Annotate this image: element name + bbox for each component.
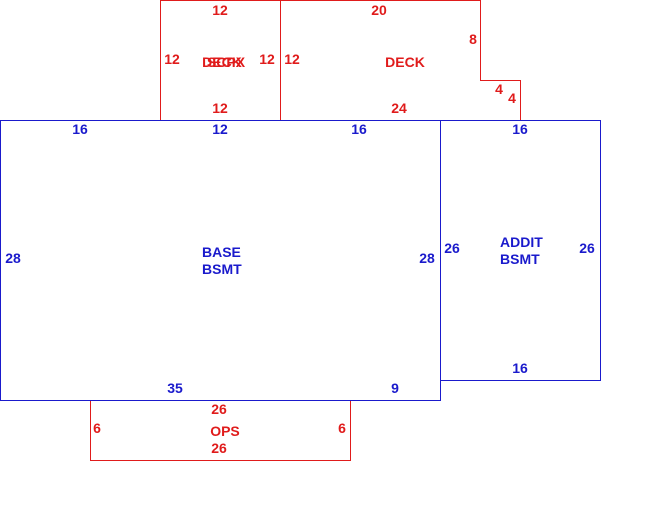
base-dim-right: 28	[419, 250, 435, 266]
addition-dim-right: 26	[579, 240, 595, 256]
base-dim-left: 28	[5, 250, 21, 266]
screened-porch-dim-left: 12	[164, 51, 180, 67]
deck-dim-right-upper: 8	[469, 31, 477, 47]
deck-dim-bottom: 24	[391, 100, 407, 116]
addition-label-line2: BSMT	[500, 251, 540, 267]
ops-dim-top: 26	[211, 401, 227, 417]
screened-porch-dim-right: 12	[259, 51, 275, 67]
ops-dim-bottom: 26	[211, 440, 227, 456]
addition-label-line1: ADDIT	[500, 234, 543, 250]
ops-label: OPS	[210, 423, 240, 439]
base-dim-bottom-main: 35	[167, 380, 183, 396]
addition-dim-bottom: 16	[512, 360, 528, 376]
base-label-line2: BSMT	[202, 261, 242, 277]
screened-porch-dim-top: 12	[212, 2, 228, 18]
screened-porch-dim-bottom: 12	[212, 100, 228, 116]
screened-porch-label-b: DECK	[202, 54, 242, 70]
base-dim-bottom-right: 9	[391, 380, 399, 396]
addition-dim-left: 26	[444, 240, 460, 256]
deck-label: DECK	[385, 54, 425, 70]
addition-dim-top: 16	[512, 121, 528, 137]
ops-dim-right: 6	[338, 420, 346, 436]
base-label-line1: BASE	[202, 244, 241, 260]
deck-dim-top: 20	[371, 2, 387, 18]
base-dim-top-mid: 12	[212, 121, 228, 137]
base-dim-top-right: 16	[351, 121, 367, 137]
screened-porch-label-a: SCPX	[207, 54, 246, 70]
addition-basement-outline	[440, 120, 601, 381]
deck-dim-left: 12	[284, 51, 300, 67]
base-dim-top-left: 16	[72, 121, 88, 137]
deck-dim-step-horizontal: 4	[495, 81, 503, 97]
deck-dim-step-vertical: 4	[508, 90, 516, 106]
ops-dim-left: 6	[93, 420, 101, 436]
